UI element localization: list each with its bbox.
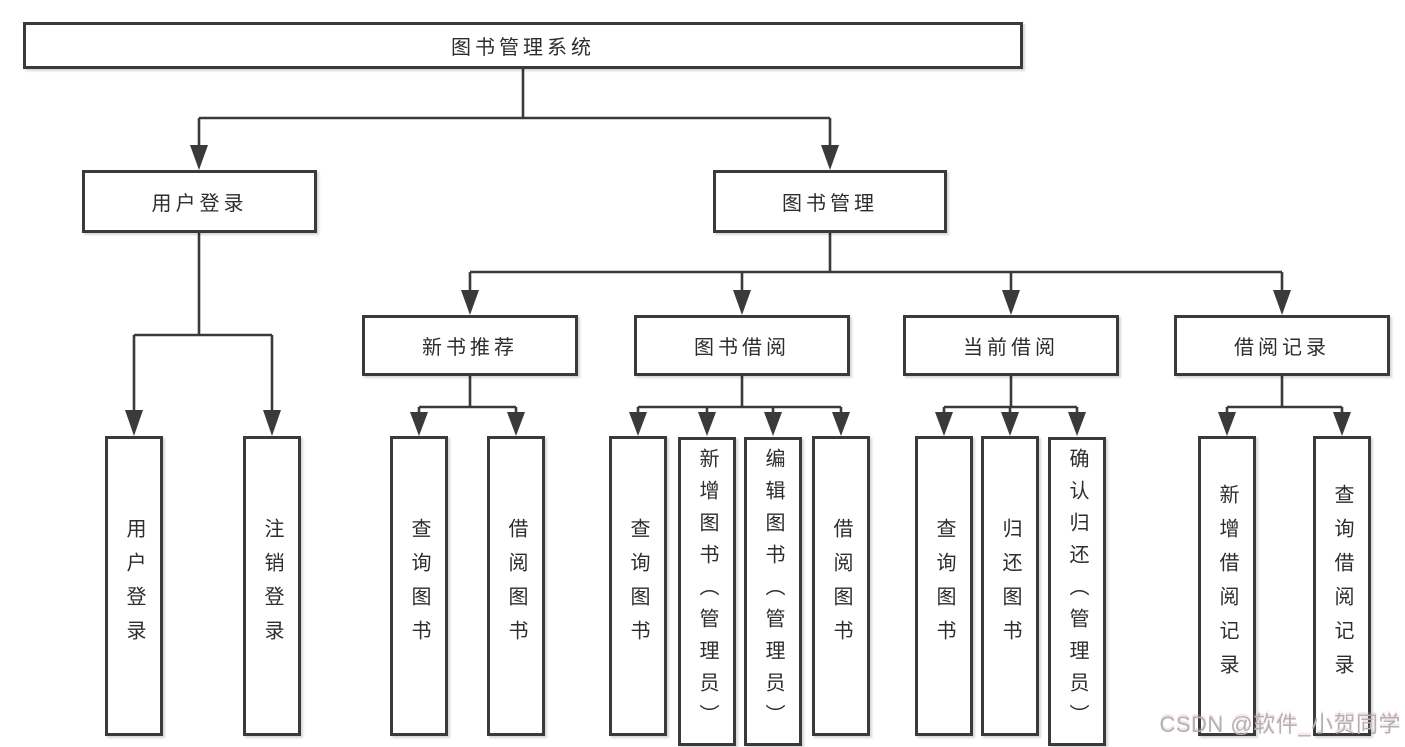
arrowhead xyxy=(190,145,208,170)
node-book-borrowing: 图书借阅 xyxy=(634,315,850,376)
leaf-borrow-edit-books-admin: 编辑图书（管理员） xyxy=(744,437,802,746)
arrowhead xyxy=(629,412,647,436)
arrowhead xyxy=(1218,412,1236,436)
arrowhead xyxy=(125,410,143,436)
leaf-borrow-borrow-books: 借阅图书 xyxy=(812,436,870,736)
leaf-label: 查询图书 xyxy=(627,518,649,654)
leaf-label: 借阅图书 xyxy=(830,518,852,654)
arrowhead xyxy=(935,412,953,436)
leaf-current-confirm-return-admin: 确认归还（管理员） xyxy=(1048,437,1106,746)
arrowhead xyxy=(698,412,716,436)
leaf-label: 借阅图书 xyxy=(505,518,527,654)
arrowhead xyxy=(263,410,281,436)
node-label: 图书管理系统 xyxy=(451,37,595,59)
leaf-label: 确认归还（管理员） xyxy=(1066,448,1088,736)
leaf-borrow-query-books: 查询图书 xyxy=(609,436,667,736)
leaf-label: 用户登录 xyxy=(123,518,145,654)
arrowhead xyxy=(1001,412,1019,436)
leaf-label: 查询图书 xyxy=(933,518,955,654)
leaf-newbook-borrow-books: 借阅图书 xyxy=(487,436,545,736)
arrowhead xyxy=(1333,412,1351,436)
arrowhead xyxy=(1068,412,1086,436)
node-book-management: 图书管理 xyxy=(713,170,947,233)
arrowhead xyxy=(461,290,479,315)
node-label: 图书借阅 xyxy=(694,337,790,359)
node-user-login: 用户登录 xyxy=(82,170,317,233)
leaf-label: 注销登录 xyxy=(261,518,283,654)
node-label: 新书推荐 xyxy=(422,337,518,359)
leaf-label: 归还图书 xyxy=(999,518,1021,654)
leaf-current-return-books: 归还图书 xyxy=(981,436,1039,736)
leaf-label: 新增图书（管理员） xyxy=(696,448,718,736)
node-current-borrowing: 当前借阅 xyxy=(903,315,1119,376)
leaf-logout: 注销登录 xyxy=(243,436,301,736)
arrowhead xyxy=(410,412,428,436)
leaf-borrow-add-books-admin: 新增图书（管理员） xyxy=(678,437,736,746)
csdn-watermark: CSDN @软件_小贺同学 xyxy=(1159,712,1401,737)
arrowhead xyxy=(733,290,751,315)
node-borrowing-records: 借阅记录 xyxy=(1174,315,1390,376)
arrowhead xyxy=(507,412,525,436)
arrowhead xyxy=(1002,290,1020,315)
leaf-label: 新增借阅记录 xyxy=(1216,484,1238,688)
leaf-records-query-record: 查询借阅记录 xyxy=(1313,436,1371,736)
leaf-current-query-books: 查询图书 xyxy=(915,436,973,736)
leaf-label: 查询图书 xyxy=(408,518,430,654)
node-label: 用户登录 xyxy=(151,193,248,215)
arrowhead xyxy=(764,412,782,436)
arrowhead xyxy=(832,412,850,436)
node-library-management-system: 图书管理系统 xyxy=(23,22,1023,69)
node-label: 当前借阅 xyxy=(963,337,1059,359)
arrowhead xyxy=(1273,290,1291,315)
leaf-user-login: 用户登录 xyxy=(105,436,163,736)
node-label: 图书管理 xyxy=(782,193,878,215)
node-new-book-recommendation: 新书推荐 xyxy=(362,315,578,376)
arrowhead xyxy=(821,145,839,170)
leaf-label: 编辑图书（管理员） xyxy=(762,448,784,736)
leaf-records-add-record: 新增借阅记录 xyxy=(1198,436,1256,736)
node-label: 借阅记录 xyxy=(1234,337,1330,359)
leaf-newbook-query-books: 查询图书 xyxy=(390,436,448,736)
leaf-label: 查询借阅记录 xyxy=(1331,484,1353,688)
